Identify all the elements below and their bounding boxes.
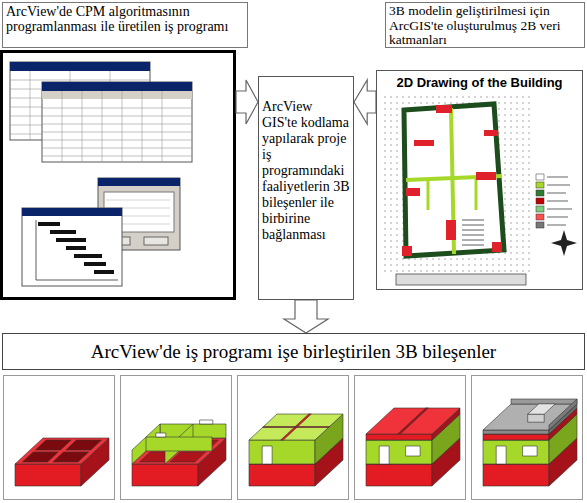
process-box: ArcView GIS'te kodlama yapılarak proje i… (258, 76, 354, 300)
node-text: 3B modelin geliştirilmesi için ArcGIS'te… (389, 4, 581, 48)
drawing-panel: 2D Drawing of the Building (376, 70, 583, 290)
band-box: ArcView'de iş programı işe birleştirilen… (2, 333, 585, 370)
building-stages (0, 374, 587, 503)
building-stage (238, 376, 349, 500)
node-text: 2D Drawing of the Building (380, 75, 579, 90)
building-stage (4, 376, 115, 500)
caption-box: 3B modelin geliştirilmesi için ArcGIS'te… (385, 2, 585, 48)
building-stage (121, 376, 232, 500)
schedule-screenshot (0, 50, 236, 300)
building-stage (472, 376, 583, 500)
building-stage (355, 376, 466, 500)
node-text: ArcView GIS'te kodlama yapılarak proje i… (262, 99, 350, 243)
north-arrow (551, 230, 577, 256)
floor-plan (376, 70, 583, 290)
node-text: ArcView'de CPM algoritmasının programlan… (6, 4, 244, 34)
gantt-window (22, 208, 122, 286)
block-arrow (354, 80, 376, 124)
block-arrow (284, 300, 328, 333)
node-text: ArcView'de iş programı işe birleştirilen… (91, 341, 496, 363)
table-window (42, 82, 192, 162)
caption-box: ArcView'de CPM algoritmasının programlan… (2, 2, 248, 48)
legend-swatches (536, 174, 572, 228)
